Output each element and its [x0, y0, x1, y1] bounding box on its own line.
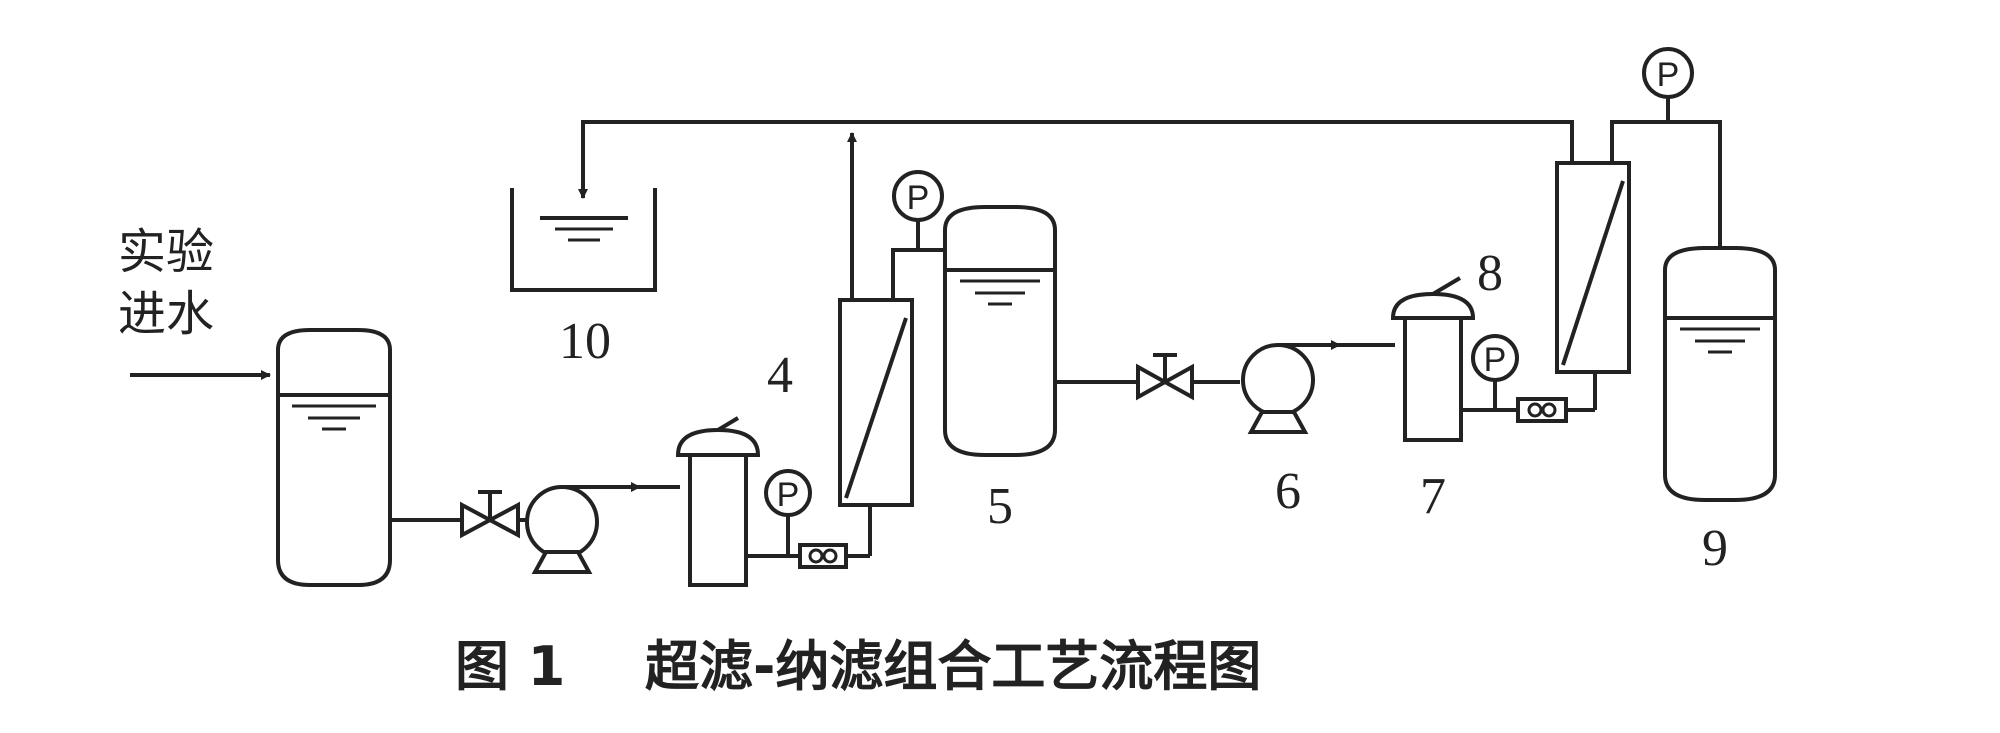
nf-membrane-module	[1555, 161, 1631, 374]
flowmeter-2	[1516, 397, 1568, 423]
pump-2	[1241, 343, 1395, 434]
caption-title: 超滤-纳滤组合工艺流程图	[645, 635, 1261, 698]
label-6: 6	[1275, 463, 1301, 520]
pressure-gauge-4: P	[1642, 47, 1694, 99]
label-5: 5	[987, 478, 1013, 535]
inlet-label-line1: 实验	[118, 224, 214, 280]
pressure-gauge-2: P	[892, 170, 944, 222]
nf-concentrate-return-line	[578, 120, 1574, 199]
valve-1	[460, 490, 520, 539]
pressure-gauge-3: P	[1471, 334, 1519, 382]
label-7: 7	[1420, 468, 1446, 525]
flowmeter-1	[798, 543, 848, 569]
pump-1	[525, 485, 680, 574]
pressure-gauge-4-label: P	[1657, 56, 1680, 94]
label-8: 8	[1477, 245, 1503, 302]
intermediate-tank	[943, 205, 1057, 457]
cartridge-filter-1	[675, 416, 761, 587]
valve-2	[1136, 353, 1194, 401]
label-4: 4	[767, 347, 793, 404]
uf-membrane-module	[838, 298, 914, 507]
pressure-gauge-1: P	[764, 469, 812, 517]
label-9: 9	[1702, 520, 1728, 577]
pressure-gauge-2-label: P	[907, 179, 930, 217]
caption-figure-number: 图 1	[455, 635, 565, 698]
inlet-label-line2: 进水	[118, 286, 214, 342]
pipe-uf-to-tank5	[891, 248, 945, 300]
pressure-gauge-3-label: P	[1484, 341, 1507, 379]
raw-water-tank	[276, 328, 392, 587]
concentrate-basin	[510, 188, 657, 292]
cartridge-filter-2	[1390, 276, 1476, 442]
label-10: 10	[559, 313, 611, 370]
product-water-tank	[1663, 246, 1777, 502]
pressure-gauge-1-label: P	[777, 476, 800, 514]
